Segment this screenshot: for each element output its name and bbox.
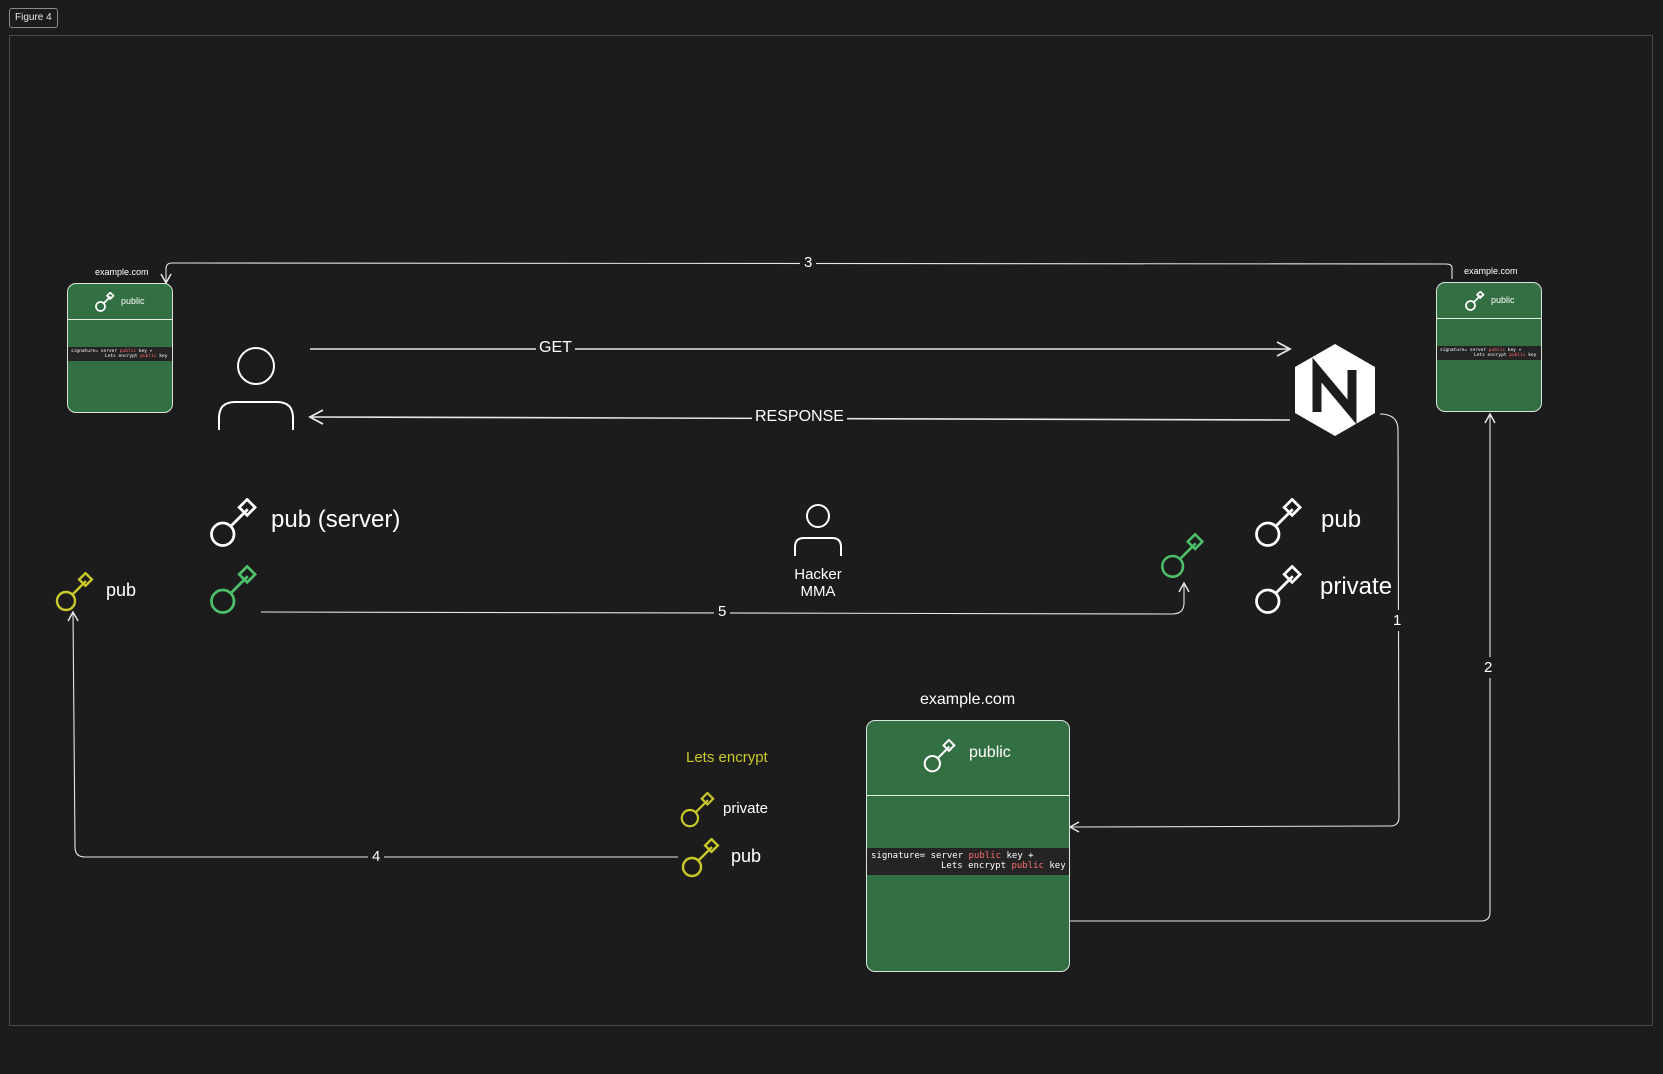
step-4-label: 4: [368, 848, 385, 865]
step-3-label: 3: [800, 254, 817, 271]
server-private-label: private: [1320, 573, 1393, 600]
key-icon: [681, 838, 720, 878]
response-label: RESPONSE: [752, 408, 847, 426]
certificate-large[interactable]: public signature= server public key + Le…: [866, 720, 1070, 972]
arrow-1: [1068, 413, 1400, 833]
certificate-small-left[interactable]: public signature= server public key + Le…: [67, 283, 173, 413]
step-2-label: 2: [1481, 657, 1496, 678]
key-icon: [1255, 498, 1303, 547]
cert-public-label: public: [1491, 295, 1515, 305]
key-icon: [1255, 565, 1303, 614]
cert-public-label: public: [969, 744, 1011, 761]
key-icon: [95, 292, 115, 312]
hacker-label: Hacker MMA: [788, 566, 848, 600]
client-pub-server-label: pub (server): [271, 506, 401, 533]
left-pub-label: pub: [106, 580, 137, 600]
key-icon: [1465, 291, 1485, 311]
hacker-icon: [794, 504, 842, 556]
key-icon: [210, 498, 258, 547]
letsencrypt-pub-label: pub: [731, 846, 762, 866]
server-pub-label: pub: [1321, 506, 1362, 533]
key-icon: [55, 572, 94, 612]
signature-block: signature= server public key + Lets encr…: [867, 848, 1069, 875]
hacker-line1: Hacker: [794, 566, 842, 583]
cert-domain-label: example.com: [95, 267, 149, 277]
key-icon: [923, 739, 956, 773]
signature-block: signature= server public key + Lets encr…: [1437, 346, 1541, 361]
diagram-frame: [9, 35, 1653, 1026]
key-icon: [1161, 533, 1205, 578]
figure-tag[interactable]: Figure 4: [9, 8, 58, 28]
key-icon: [210, 565, 258, 614]
key-icon: [680, 792, 715, 828]
certificate-small-right[interactable]: public signature= server public key + Le…: [1436, 282, 1542, 412]
step-5-label: 5: [714, 603, 731, 620]
cert-public-label: public: [121, 296, 145, 306]
user-icon: [218, 347, 294, 430]
signature-block: signature= server public key + Lets encr…: [68, 347, 172, 362]
step-1-label: 1: [1390, 610, 1405, 631]
hacker-line2: MMA: [800, 583, 836, 600]
arrow-2: [1070, 412, 1496, 922]
letsencrypt-private-label: private: [723, 800, 769, 817]
arrow-5: [260, 581, 1190, 615]
nginx-icon: [1295, 344, 1375, 436]
cert-domain-label: example.com: [920, 691, 1016, 708]
get-label: GET: [536, 339, 575, 357]
arrow-4: [67, 610, 678, 858]
letsencrypt-title: Lets encrypt: [686, 749, 768, 766]
cert-domain-label: example.com: [1464, 266, 1518, 276]
